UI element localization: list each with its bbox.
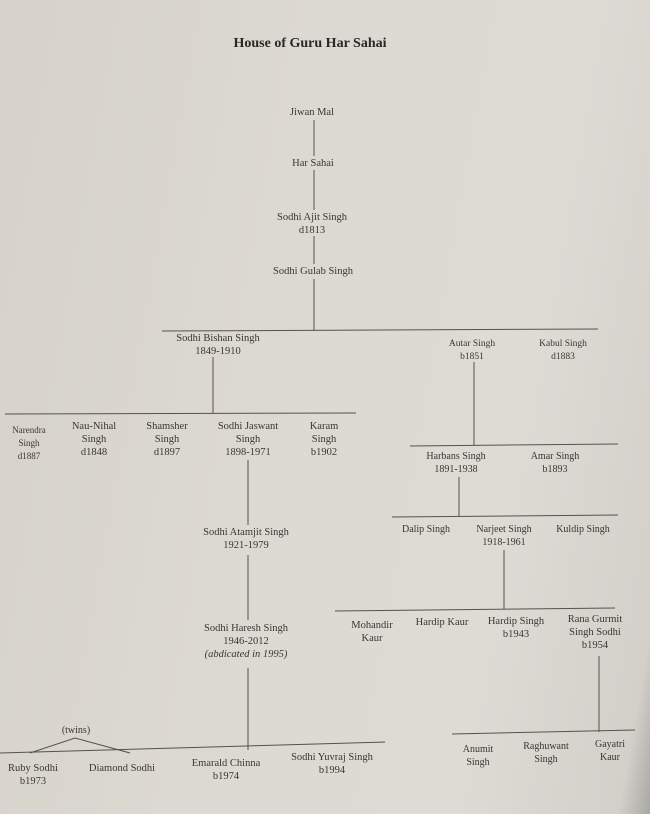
node-gulab-singh: Sodhi Gulab Singh <box>273 265 353 278</box>
person-note: (abdicated in 1995) <box>204 649 288 660</box>
person-name: Raghuwant <box>523 741 569 752</box>
node-hardip-kaur: Hardip Kaur <box>416 616 469 629</box>
node-yuvraj-singh: Sodhi Yuvraj Singh b1994 <box>291 751 373 777</box>
person-dates: 1921-1979 <box>223 540 269 551</box>
person-name: Narendra <box>12 425 46 435</box>
person-name: Diamond Sodhi <box>88 763 156 774</box>
person-name: Singh <box>81 434 107 445</box>
person-name: Sodhi Jaswant <box>217 421 279 432</box>
person-name: Singh <box>18 438 40 448</box>
node-ruby-sodhi: Ruby Sodhi b1973 <box>8 762 58 788</box>
person-dates: 1849-1910 <box>195 346 241 357</box>
person-name: Sodhi Gulab Singh <box>273 266 353 277</box>
person-name: Shamsher <box>146 421 188 432</box>
person-dates: d1887 <box>17 451 41 461</box>
person-dates: 1918-1961 <box>482 537 526 548</box>
node-jiwan-mal: Jiwan Mal <box>290 106 334 119</box>
node-diamond-sodhi: Diamond Sodhi <box>89 762 155 775</box>
node-hardip-singh: Hardip Singh b1943 <box>488 615 544 641</box>
person-name: Amar Singh <box>530 451 580 462</box>
person-dates: b1902 <box>310 447 338 458</box>
node-dalip-singh: Dalip Singh <box>402 523 450 536</box>
person-dates: 1898-1971 <box>225 447 271 458</box>
person-dates: d1848 <box>80 447 108 458</box>
person-name: Anumit <box>462 744 494 755</box>
page-title: House of Guru Har Sahai <box>233 36 387 51</box>
node-harbans-singh: Harbans Singh 1891-1938 <box>426 450 485 476</box>
person-name: Singh <box>235 434 261 445</box>
person-dates: 1891-1938 <box>434 464 478 475</box>
person-dates: b1954 <box>581 640 609 651</box>
person-name: Kaur <box>361 633 383 644</box>
node-kabul-singh: Kabul Singh d1883 <box>539 338 587 364</box>
person-dates: d1883 <box>551 352 575 362</box>
person-name: Jiwan Mal <box>289 107 335 118</box>
person-name: Hardip Singh <box>487 616 545 627</box>
node-narjeet-singh: Narjeet Singh 1918-1961 <box>476 523 531 549</box>
person-name: Singh Sodhi <box>569 627 621 638</box>
node-emarald-chinna: Emarald Chinna b1974 <box>192 757 261 783</box>
person-name: Sodhi Bishan Singh <box>176 333 260 344</box>
person-name: Rana Gurmit <box>567 614 623 625</box>
person-name: Sodhi Atamjit Singh <box>203 527 289 538</box>
node-har-sahai: Har Sahai <box>292 157 334 170</box>
person-name: Hardip Kaur <box>415 617 469 628</box>
person-name: Sodhi Yuvraj Singh <box>291 752 373 763</box>
node-haresh-singh: Sodhi Haresh Singh 1946-2012 (abdicated in… <box>204 622 288 661</box>
person-dates: b1943 <box>502 629 530 640</box>
person-name: Singh <box>154 434 180 445</box>
twins-label: (twins) <box>61 725 91 736</box>
person-name: Nau-Nihal <box>71 421 117 432</box>
person-name: Narjeet Singh <box>476 524 532 535</box>
node-ajit-singh: Sodhi Ajit Singh d1813 <box>277 211 347 237</box>
person-name: Kabul Singh <box>539 339 587 349</box>
person-name: Kuldip Singh <box>556 524 610 535</box>
node-amar-singh: Amar Singh b1893 <box>531 450 580 476</box>
node-kuldip-singh: Kuldip Singh <box>556 523 610 536</box>
person-dates: b1893 <box>542 464 568 475</box>
person-dates: b1851 <box>460 352 484 362</box>
node-atamjit-singh: Sodhi Atamjit Singh 1921-1979 <box>203 526 289 552</box>
person-name: Sodhi Ajit Singh <box>276 212 348 223</box>
node-autar-singh: Autar Singh b1851 <box>449 338 495 364</box>
person-dates: d1897 <box>153 447 181 458</box>
person-name: Ruby Sodhi <box>8 763 58 774</box>
person-dates: d1813 <box>298 225 326 236</box>
person-dates: b1974 <box>212 771 240 782</box>
person-name: Har Sahai <box>292 158 334 169</box>
person-name: Sodhi Haresh Singh <box>204 623 288 634</box>
person-name: Harbans Singh <box>426 451 486 462</box>
person-dates: b1973 <box>19 776 47 787</box>
person-name: Karam <box>309 421 339 432</box>
person-name: Singh <box>534 754 558 765</box>
person-name: Autar Singh <box>448 339 496 349</box>
node-bishan-singh: Sodhi Bishan Singh 1849-1910 <box>176 332 259 358</box>
person-name: Kaur <box>600 752 620 763</box>
person-name: Gayatri <box>595 739 625 750</box>
person-dates: b1994 <box>318 765 346 776</box>
person-name: Emarald Chinna <box>191 758 261 769</box>
person-name: Dalip Singh <box>401 524 451 535</box>
person-name: Mohandir <box>351 620 393 631</box>
person-name: Singh <box>466 757 490 768</box>
person-dates: 1946-2012 <box>223 636 269 647</box>
person-name: Singh <box>311 434 337 445</box>
